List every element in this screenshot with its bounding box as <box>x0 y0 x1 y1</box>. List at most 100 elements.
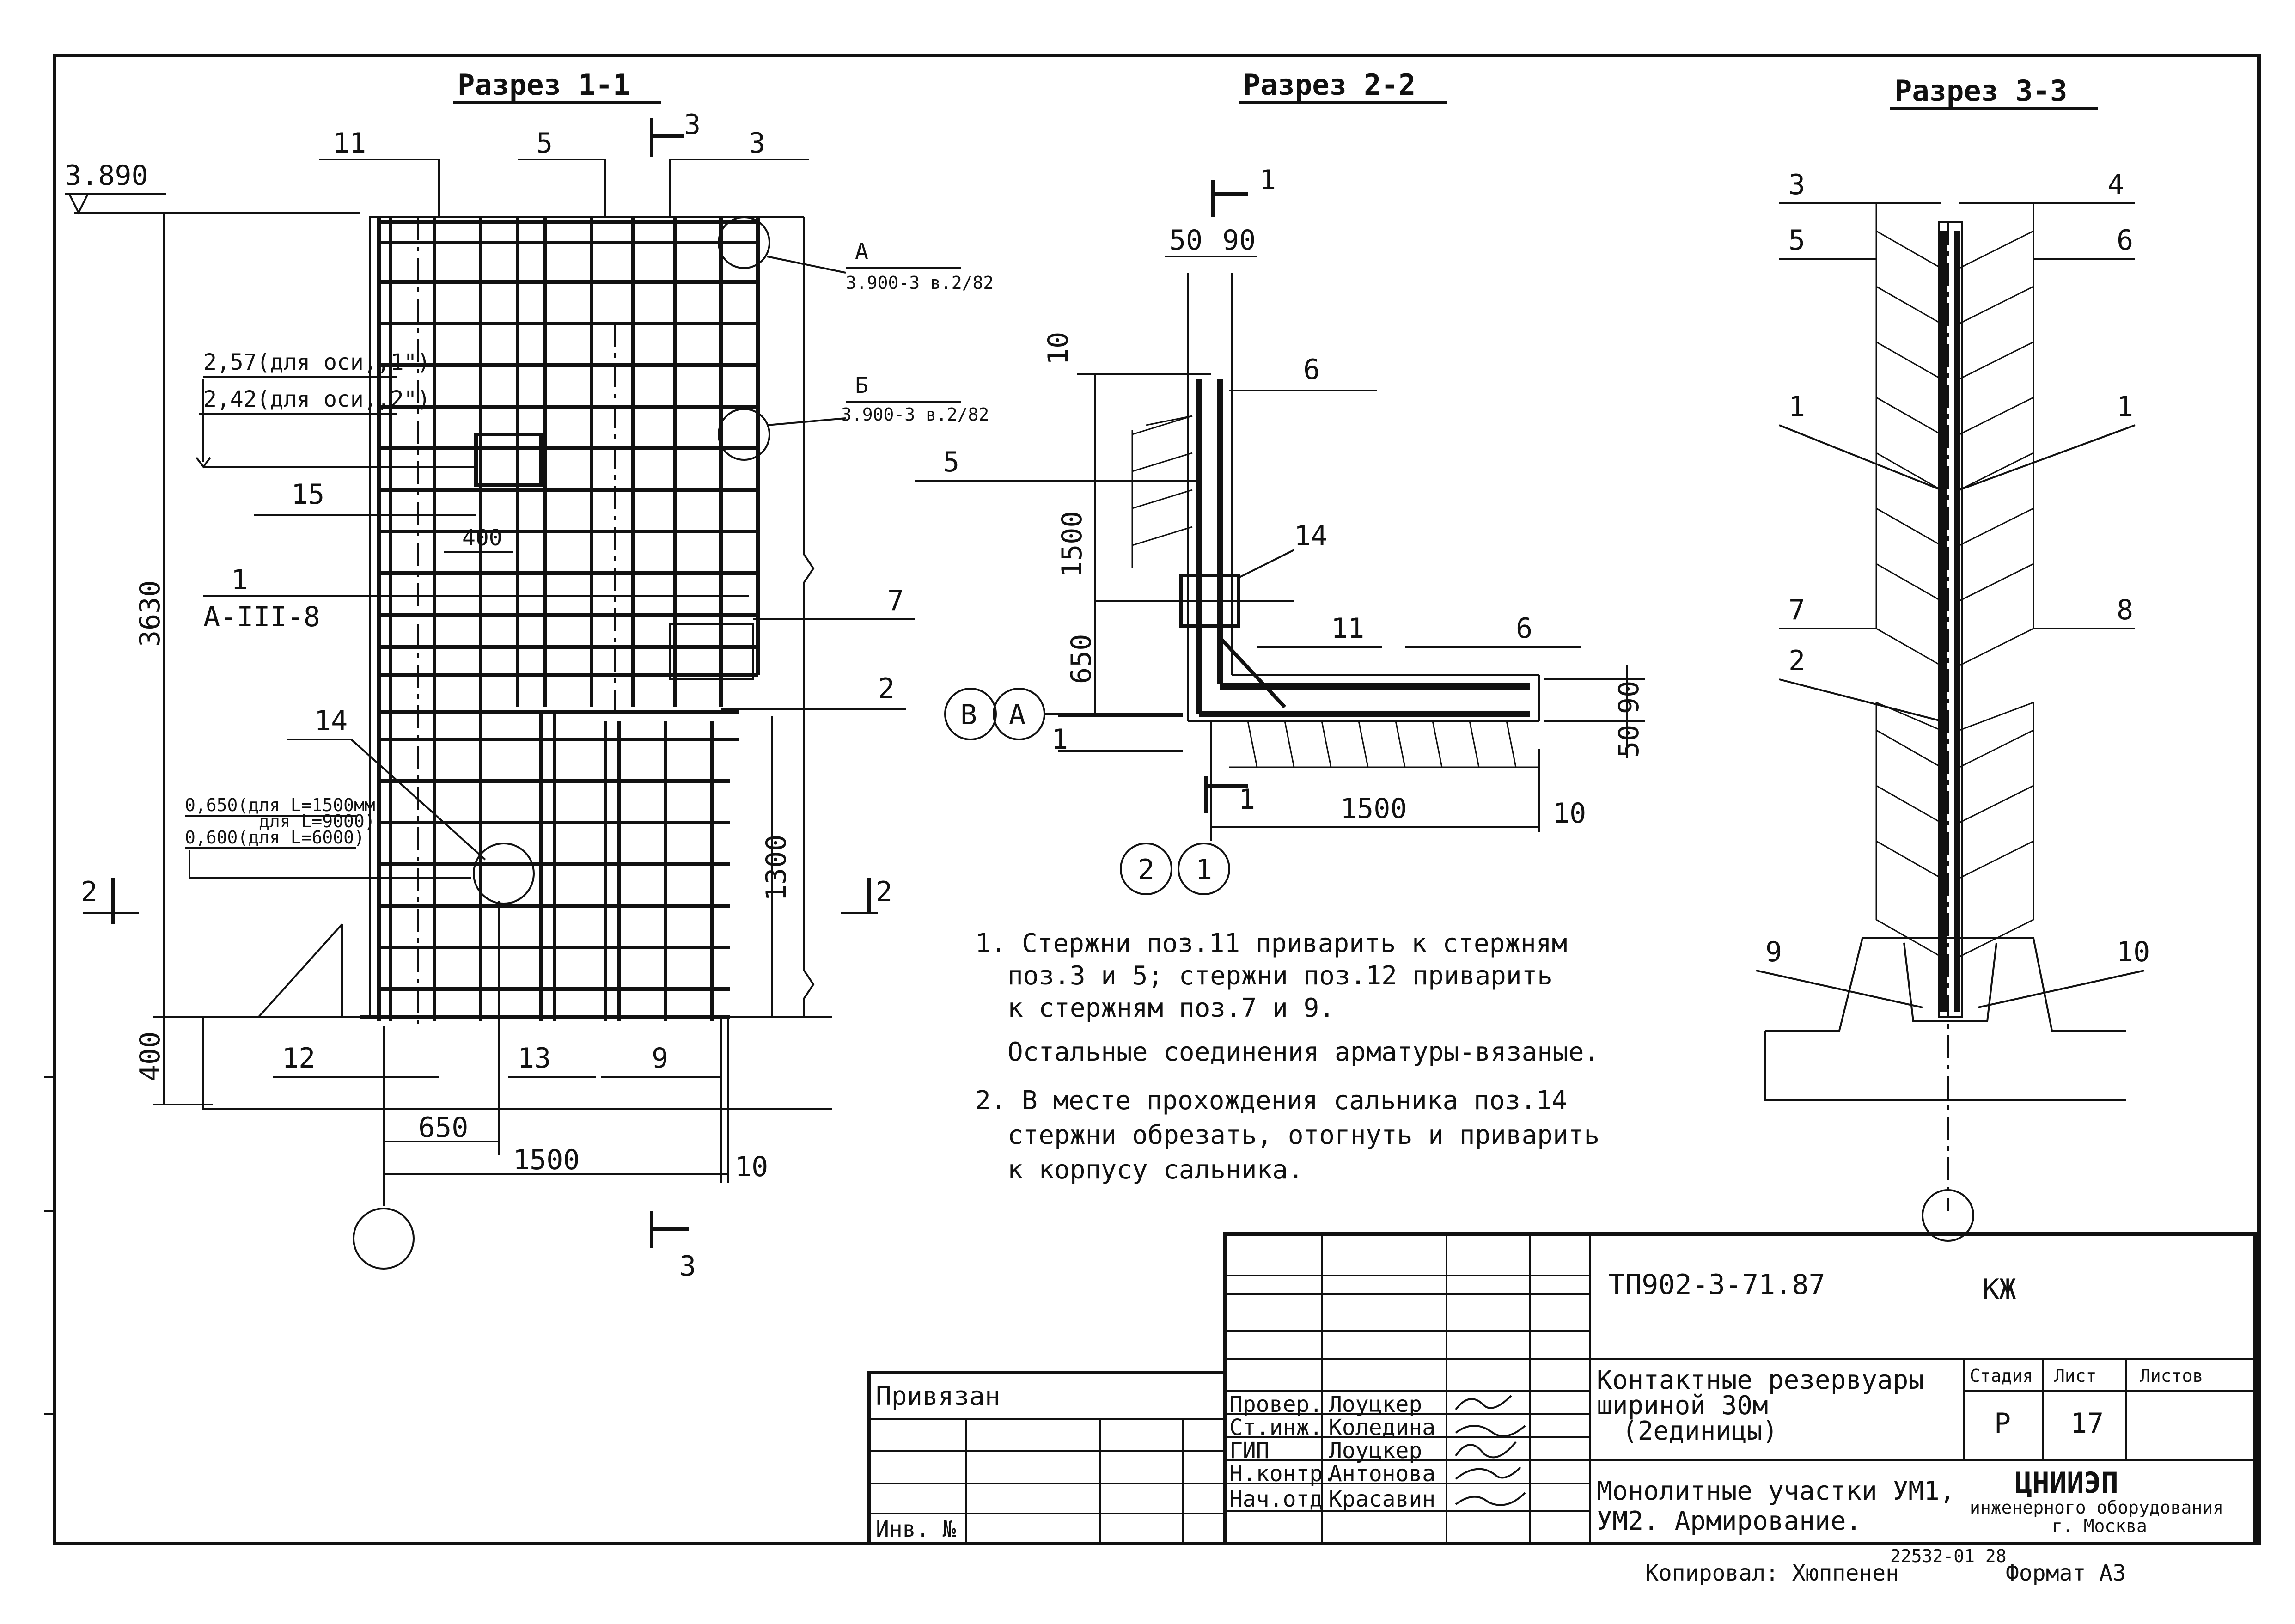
axis-a: А <box>1009 699 1025 731</box>
org-name: ЦНИИЭП <box>2015 1466 2118 1500</box>
elevation-257: 2,57(для оси,,1") <box>203 349 430 375</box>
dim-2-50: 50 <box>1169 224 1202 256</box>
wall-break-right <box>803 217 815 1017</box>
pos-3-5: 5 <box>1788 224 1805 256</box>
rebar-detail-7 <box>669 623 754 680</box>
cut-1-bottom: 1 <box>1239 783 1255 816</box>
col-sheets: Листов <box>2140 1366 2203 1386</box>
pos-3-7: 7 <box>1788 594 1805 626</box>
pos-3-2: 2 <box>1788 645 1805 677</box>
elevation-l9000: для L=9000) <box>259 811 375 831</box>
footing-3-outline <box>1764 1031 2126 1101</box>
pos-2: 2 <box>878 672 895 705</box>
dim-2-10: 10 <box>1042 332 1074 365</box>
note-1a: 1. Стержни поз.11 приварить к стержням <box>975 928 1567 959</box>
elevation-242: 2,42(для оси,,2") <box>203 386 430 412</box>
axis-v: В <box>960 699 977 731</box>
callout-b-label: Б <box>855 372 868 398</box>
section-3-3: 3 5 1 7 2 9 4 6 1 8 10 <box>1756 169 2150 1242</box>
cut-1-top: 1 <box>1259 164 1276 196</box>
pos-2-5: 5 <box>943 446 959 478</box>
pos-2-6a: 6 <box>1303 354 1320 386</box>
axis-1: 1 <box>1196 854 1212 886</box>
pos-3-1l: 1 <box>1788 391 1805 423</box>
sheet-value: 17 <box>2070 1407 2104 1440</box>
dim-height-3630: 3630 <box>134 580 166 647</box>
pos-12: 12 <box>282 1042 315 1075</box>
gland-opening-14 <box>473 843 535 904</box>
col-sheet: Лист <box>2054 1366 2097 1386</box>
mesh-vertical <box>377 217 760 1021</box>
dim-base-400: 400 <box>134 1032 166 1081</box>
privyazan-label: Привязан <box>876 1381 1001 1411</box>
sheet-title: Монолитные участки УМ1, <box>1597 1476 1955 1506</box>
dim-2-1500h: 1500 <box>1340 793 1407 825</box>
pos-3-9-leader <box>1756 970 1923 1008</box>
note-1c: к стержням поз.7 и 9. <box>1007 993 1335 1023</box>
pos-3-2-leader <box>1779 678 1941 722</box>
name-4: Антонова <box>1329 1461 1435 1487</box>
dim-2-650: 650 <box>1065 634 1098 684</box>
pos-3-6: 6 <box>2117 224 2133 256</box>
role-4: Н.контр. <box>1229 1461 1336 1487</box>
axis-2: 2 <box>1138 854 1154 886</box>
name-5: Красавин <box>1329 1486 1435 1512</box>
pos-2-11: 11 <box>1331 612 1364 645</box>
doc-mark: КЖ <box>1983 1273 2016 1306</box>
rebar-diagonal-11 <box>1219 636 1286 708</box>
rebar-frac-den: А-III-8 <box>203 601 320 633</box>
leader-a <box>767 256 846 274</box>
axis-bubble-1 <box>1178 843 1230 895</box>
role-5: Нач.отд <box>1229 1486 1323 1512</box>
dim-1500: 1500 <box>513 1144 580 1176</box>
mesh-horizontal <box>360 220 758 1019</box>
pos-11: 11 <box>333 127 366 159</box>
main-stamp <box>1223 1232 2257 1545</box>
embedded-plate-15 <box>474 433 543 487</box>
col-stage: Стадия <box>1970 1366 2033 1386</box>
leader-b <box>767 417 846 426</box>
pos-2-6b: 6 <box>1516 612 1532 645</box>
dim-2-10b: 10 <box>1553 797 1586 830</box>
hatch-wall-2 <box>1131 415 1193 568</box>
pos-3-10-leader <box>1978 970 2145 1008</box>
inv-no-label: Инв. № <box>876 1516 956 1542</box>
pos-14: 14 <box>314 705 348 737</box>
elevation-top-marker <box>68 194 89 215</box>
footing-3-top <box>1765 937 2126 1032</box>
name-1: Лоуцкер <box>1329 1392 1422 1417</box>
pos-2-14: 14 <box>1294 520 1327 552</box>
pos-7: 7 <box>887 585 904 617</box>
note-1d: Остальные соединения арматуры-вязаные. <box>1007 1037 1599 1067</box>
pos-3-1l-leader <box>1779 424 1941 491</box>
axis-bubble-2 <box>1120 843 1172 895</box>
stamp-grid <box>1225 1234 2255 1544</box>
pos-3-8: 8 <box>2117 594 2133 626</box>
elevation-0600: 0,600(для L=6000) <box>185 827 365 848</box>
hatch-3-right <box>1959 203 2034 958</box>
cut-3-top: 3 <box>684 109 701 141</box>
footer-order: 22532-01 28 <box>1890 1546 2007 1566</box>
name-3: Лоуцкер <box>1329 1438 1422 1464</box>
pos-13: 13 <box>518 1042 551 1075</box>
callout-a-ref: 3.900-3 в.2/82 <box>846 273 994 293</box>
elevation-top: 3.890 <box>65 159 148 192</box>
axis-bubble-v <box>944 688 997 740</box>
pos-3-4: 4 <box>2107 169 2124 201</box>
callout-circle-a <box>718 216 770 269</box>
callout-b-ref: 3.900-3 в.2/82 <box>841 404 989 425</box>
dim-2-90: 90 <box>1222 224 1256 256</box>
project-name-3: (2единицы) <box>1622 1416 1778 1446</box>
dim-2-90b: 90 <box>1613 681 1645 714</box>
project-name: Контактные резервуары <box>1597 1365 1924 1395</box>
section-2-2: 1 1 50 90 10 1500 650 1 В А 1500 10 90 <box>915 164 1645 895</box>
note-2c: к корпусу сальника. <box>1007 1155 1304 1185</box>
project-name-2: шириной 30м <box>1597 1391 1768 1421</box>
pos-3-3: 3 <box>1788 169 1805 201</box>
pos-3-1r: 1 <box>2117 391 2133 423</box>
pos-3-10: 10 <box>2117 936 2150 968</box>
title-section-3-3: Разрез 3-3 <box>1895 74 2067 108</box>
role-2: Ст.инж. <box>1229 1415 1323 1441</box>
cut-3-bottom: 3 <box>679 1250 696 1282</box>
